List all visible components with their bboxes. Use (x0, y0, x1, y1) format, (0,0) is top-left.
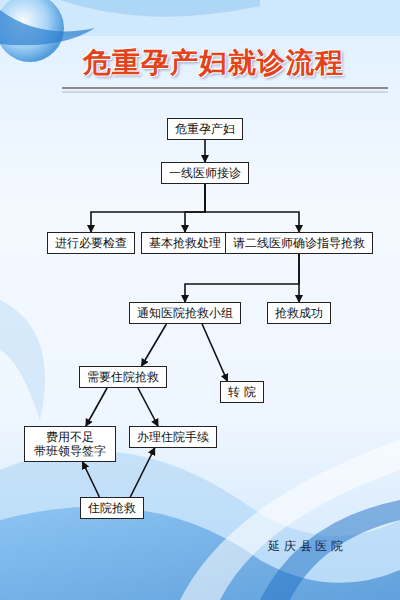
process-box: 住院抢救 (80, 497, 144, 519)
flow-arrow (142, 324, 167, 366)
box-text: 基本抢救处理 (148, 236, 222, 250)
flow-arrow (83, 462, 100, 497)
process-box: 转 院 (220, 381, 264, 403)
box-text: 通知医院抢救小组 (136, 306, 234, 320)
box-text: 需要住院抢救 (86, 370, 160, 384)
title-rule (62, 92, 388, 93)
flow-arrow (138, 388, 158, 426)
flow-arrow (298, 254, 300, 302)
process-box: 抢救成功 (267, 302, 331, 324)
process-box: 一线医师接诊 (161, 162, 249, 184)
process-box: 通知医院抢救小组 (129, 302, 241, 324)
process-box: 请二线医师确诊指导抢救 (225, 232, 373, 254)
process-box: 危重孕产妇 (167, 118, 243, 140)
title: 危重孕产妇就诊流程 (0, 44, 400, 82)
process-box: 办理住院手续 (129, 426, 217, 448)
box-text: 转 院 (227, 385, 257, 399)
flow-arrow (205, 184, 299, 232)
box-text: 请二线医师确诊指导抢救 (232, 236, 366, 250)
swoosh (60, 0, 260, 17)
flow-arrow (86, 388, 107, 426)
title-text: 危重孕产妇就诊流程 (83, 46, 344, 79)
swoosh (260, 500, 400, 600)
flow-arrow (185, 254, 299, 302)
box-text: 住院抢救 (87, 501, 137, 515)
hospital-name: 延 庆 县 医 院 (268, 538, 343, 555)
box-text: 进行必要检查 (54, 236, 128, 250)
process-box: 进行必要检查 (47, 232, 135, 254)
flow-arrow (185, 184, 205, 232)
box-text: 办理住院手续 (136, 430, 210, 444)
flow-arrow (202, 324, 227, 381)
process-box: 需要住院抢救 (79, 366, 167, 388)
flow-arrow (204, 140, 206, 162)
box-text: 一线医师接诊 (168, 166, 242, 180)
box-text: 抢救成功 (274, 306, 324, 320)
process-box: 费用不足 带班领导签字 (24, 426, 116, 462)
swoosh (0, 10, 95, 45)
flow-arrow (91, 184, 205, 232)
label-text: 延 庆 县 医 院 (268, 539, 343, 553)
swoosh (0, 300, 45, 420)
process-box: 基本抢救处理 (141, 232, 229, 254)
title-rule (62, 87, 388, 89)
box-text: 危重孕产妇 (174, 122, 236, 136)
flow-arrow (130, 448, 154, 497)
box-text: 费用不足 带班领导签字 (31, 430, 109, 458)
swoosh (180, 440, 400, 600)
